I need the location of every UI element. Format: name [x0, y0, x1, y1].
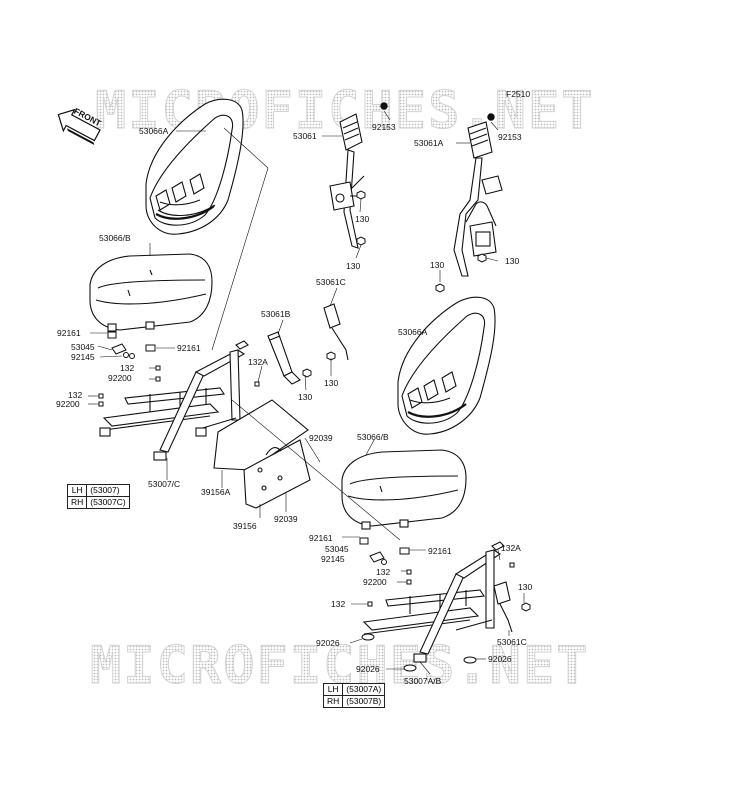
seat-cushion-upper-left: [89, 253, 213, 332]
figure-code: F2510: [506, 89, 530, 99]
label-92145-b: 92145: [321, 554, 345, 564]
label-130-a: 130: [355, 214, 369, 224]
label-92200-c: 92200: [363, 577, 387, 587]
label-53066b-a: 53066/B: [99, 233, 131, 243]
label-92153-a: 92153: [372, 122, 396, 132]
label-132-d: 132: [331, 599, 345, 609]
side-table-53007: LH (53007) RH (53007C): [66, 484, 130, 509]
buckle-53061b: [267, 331, 301, 385]
code-cell: (53007A): [342, 683, 386, 696]
label-53061a: 53061A: [414, 138, 444, 148]
bolts-upper-left: [98, 331, 260, 407]
table-row: RH (53007C): [66, 496, 130, 509]
seat-belt-53061a: [453, 121, 503, 277]
label-92153-b: 92153: [498, 132, 522, 142]
seat-back-lower-right: [397, 296, 496, 435]
label-53061b: 53061B: [261, 309, 291, 319]
table-row: LH (53007A): [322, 683, 386, 696]
side-cell: RH: [322, 695, 344, 708]
side-cell: RH: [66, 496, 88, 509]
label-132a-a: 132A: [248, 357, 268, 367]
seat-cushion-lower-right: [341, 449, 467, 530]
side-table-53007ab: LH (53007A) RH (53007B): [322, 683, 386, 708]
side-cell: LH: [322, 683, 344, 696]
table-row: RH (53007B): [322, 695, 386, 708]
label-53061c-a: 53061C: [316, 277, 346, 287]
seat-back-upper-left: [145, 98, 244, 235]
label-92026-b: 92026: [488, 654, 512, 664]
label-53066b-b: 53066/B: [357, 432, 389, 442]
label-130-g: 130: [518, 582, 532, 592]
label-132-c: 132: [376, 567, 390, 577]
table-row: LH (53007): [66, 484, 130, 497]
code-cell: (53007): [86, 484, 130, 497]
watermark-bottom: MICROFICHES.NET: [90, 636, 590, 696]
label-92200-a: 92200: [108, 373, 132, 383]
label-53045-a: 53045: [71, 342, 95, 352]
seat-frame-lower-right: [362, 541, 505, 663]
label-53045-b: 53045: [325, 544, 349, 554]
label-53066a-top: 53066A: [139, 126, 169, 136]
label-53007ab: 53007A/B: [404, 676, 442, 686]
label-92145-a: 92145: [71, 352, 95, 362]
label-92026-c: 92026: [356, 664, 380, 674]
belt-53061c: [323, 303, 349, 361]
label-130-b: 130: [346, 261, 360, 271]
label-53007c: 53007/C: [148, 479, 180, 489]
label-130-e: 130: [324, 378, 338, 388]
label-53061: 53061: [293, 131, 317, 141]
label-132a-b: 132A: [501, 543, 521, 553]
leader-lines: [88, 110, 525, 675]
label-92161-b: 92161: [177, 343, 201, 353]
label-92161-d: 92161: [428, 546, 452, 556]
label-130-d: 130: [430, 260, 444, 270]
code-cell: (53007C): [86, 496, 130, 509]
nuts-130: [302, 102, 531, 612]
label-92039-b: 92039: [274, 514, 298, 524]
label-39156a: 39156A: [201, 487, 231, 497]
code-cell: (53007B): [342, 695, 386, 708]
side-cell: LH: [66, 484, 88, 497]
guard-panels-upper-left: [213, 399, 311, 509]
label-53061c-b: 53061C: [497, 637, 527, 647]
label-130-f: 130: [298, 392, 312, 402]
label-92026-a: 92026: [316, 638, 340, 648]
seat-belt-53061: [329, 113, 365, 249]
label-132-b: 132: [68, 390, 82, 400]
label-92200-b: 92200: [56, 399, 80, 409]
bolts-lower-right: [359, 537, 515, 672]
label-92161-c: 92161: [309, 533, 333, 543]
label-92039-a: 92039: [309, 433, 333, 443]
front-arrow-icon: [57, 108, 101, 146]
label-39156: 39156: [233, 521, 257, 531]
label-132-a: 132: [120, 363, 134, 373]
buckle-53061c-lower: [493, 581, 513, 633]
seat-frame-upper-left: [99, 340, 249, 461]
label-53066a-b: 53066A: [398, 327, 428, 337]
label-130-c: 130: [505, 256, 519, 266]
label-92161-a: 92161: [57, 328, 81, 338]
